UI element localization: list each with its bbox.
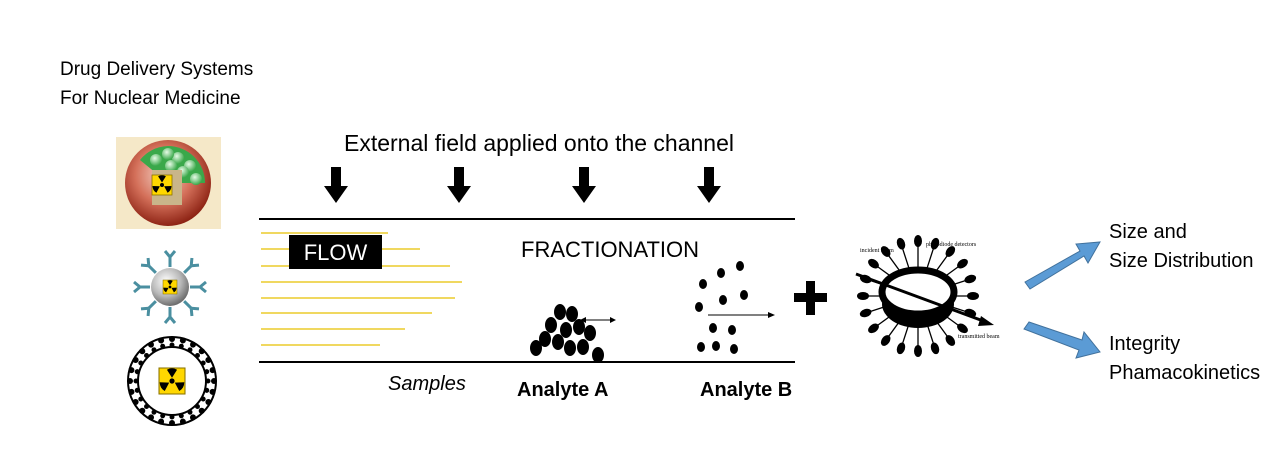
down-arrow-icon <box>572 167 596 203</box>
output-integrity: Integrity Phamacokinetics <box>1109 330 1260 388</box>
field-arrows <box>324 167 721 203</box>
light-scattering-detector-icon: incident beam photodiode detectors trans… <box>855 235 1000 357</box>
analyte-a-label: Analyte A <box>517 379 609 401</box>
plus-icon <box>794 281 827 315</box>
flow-label: FLOW <box>289 235 382 269</box>
down-arrow-icon <box>324 167 348 203</box>
output-size-line-1: Size and <box>1109 221 1187 243</box>
radiation-symbol-icon <box>151 174 173 196</box>
down-arrow-icon <box>447 167 471 203</box>
detector-label-bottom: transmitted beam <box>958 334 1000 340</box>
analyte-b-arrow <box>708 312 775 318</box>
output-integrity-line-2: Phamacokinetics <box>1109 362 1261 384</box>
analyte-a-particles <box>530 304 604 363</box>
nanoparticle-micelle-icon <box>116 137 221 229</box>
output-integrity-line-1: Integrity <box>1109 333 1181 355</box>
liposome-icon <box>127 336 217 426</box>
analyte-b-particles <box>695 261 748 354</box>
analyte-b-label: Analyte B <box>700 379 793 401</box>
down-arrow-icon <box>697 167 721 203</box>
analyte-a-double-arrow <box>580 317 616 323</box>
output-size-line-2: Size Distribution <box>1109 250 1254 272</box>
fractionation-label: FRACTIONATION <box>521 237 700 262</box>
output-arrow-up-icon <box>1024 241 1101 290</box>
detector-label-top: photodiode detectors <box>926 242 977 248</box>
title-line-1: Drug Delivery Systems <box>60 59 254 80</box>
diagram-title: Drug Delivery Systems For Nuclear Medici… <box>60 55 253 113</box>
detector-label-left: incident beam <box>860 248 894 254</box>
output-arrow-down-icon <box>1023 321 1101 359</box>
output-size: Size and Size Distribution <box>1109 218 1254 276</box>
title-line-2: For Nuclear Medicine <box>60 88 241 109</box>
antibody-nanoparticle-icon <box>132 249 208 325</box>
samples-label: Samples <box>388 373 466 395</box>
channel-heading: External field applied onto the channel <box>344 130 735 156</box>
